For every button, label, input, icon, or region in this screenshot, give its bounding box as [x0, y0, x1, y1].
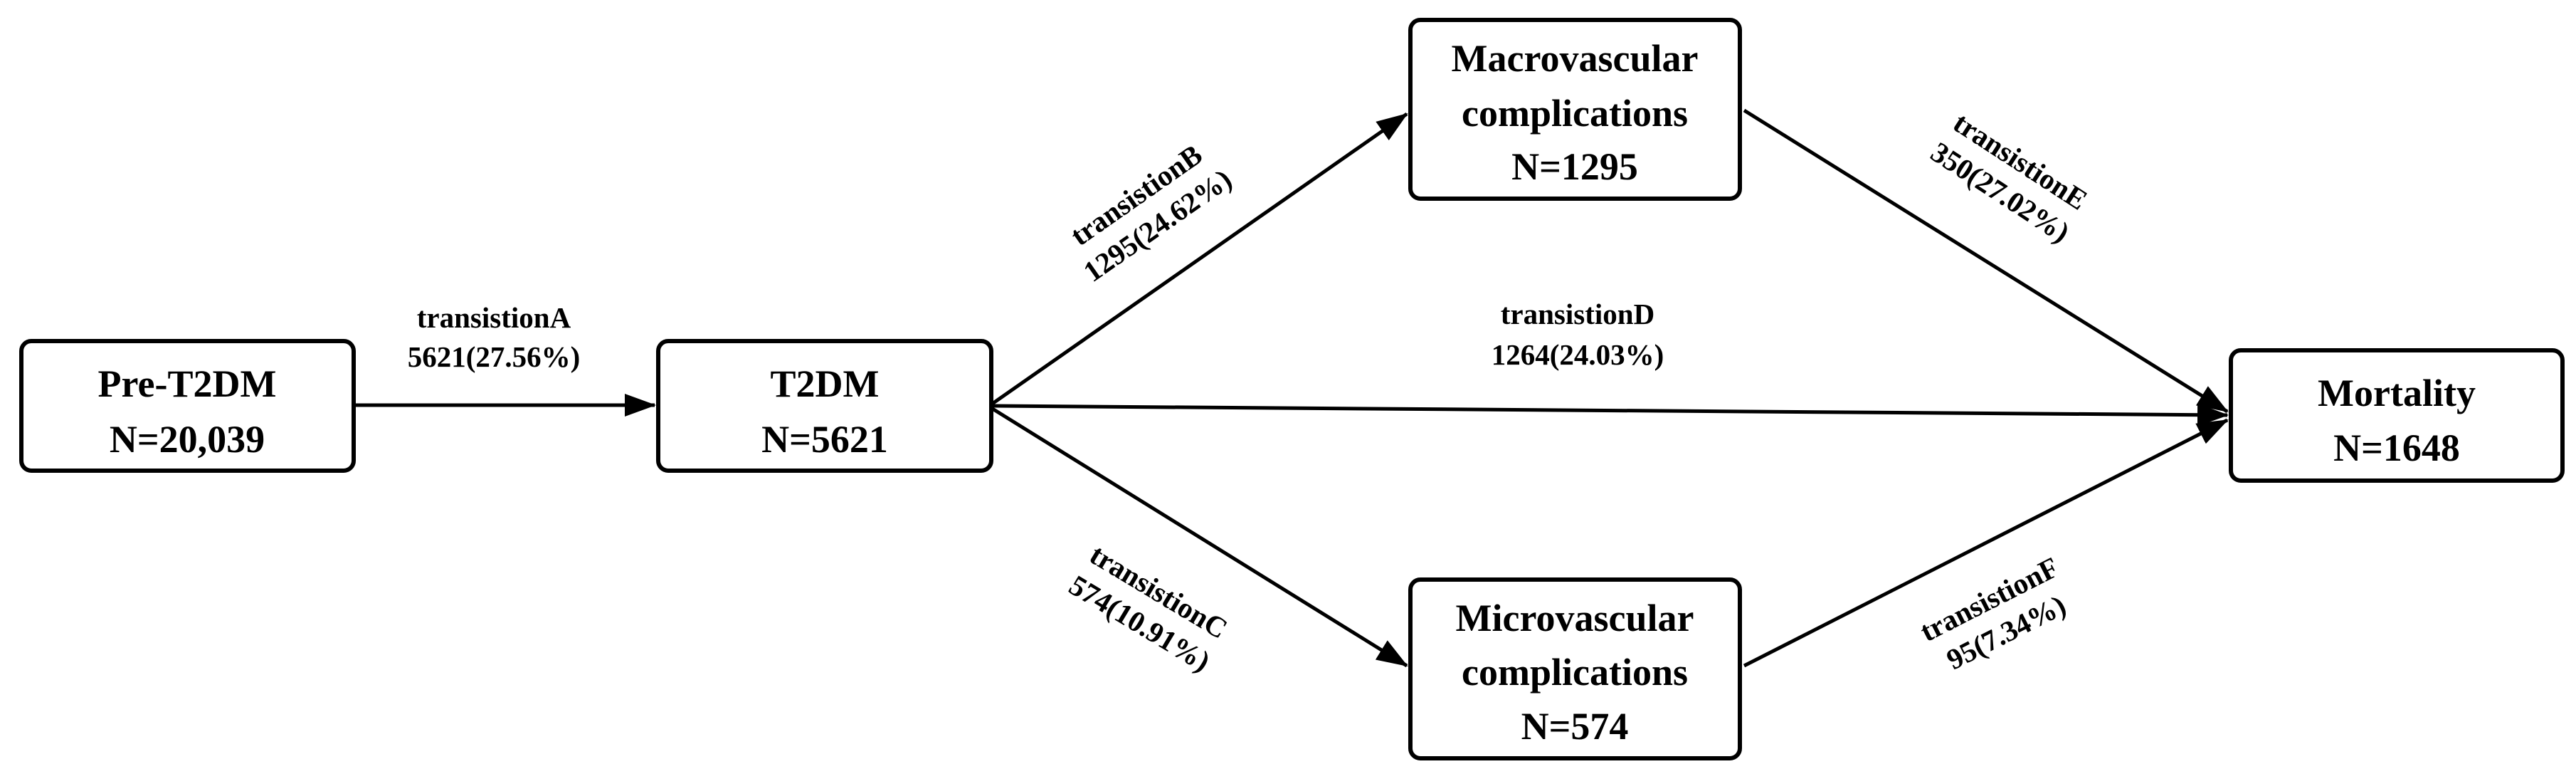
node-macrovascular-subtitle: complications	[1462, 92, 1688, 135]
edge-f-arrow	[1743, 418, 2229, 668]
edge-a-name: transistionA	[417, 301, 571, 334]
edge-e-label: transistionE 350(27.02%)	[1925, 106, 2093, 249]
edge-d-label: transistionD 1264(24.03%)	[1492, 298, 1664, 371]
node-macrovascular-count: N=1295	[1511, 145, 1638, 188]
node-microvascular-count: N=574	[1521, 705, 1629, 748]
node-pre-t2dm: Pre-T2DM N=20,039	[19, 339, 356, 473]
node-mortality: Mortality N=1648	[2229, 348, 2565, 483]
node-t2dm-box	[656, 339, 993, 473]
node-macrovascular-box	[1408, 18, 1742, 201]
edge-f-label: transistionF 95(7.34%)	[1915, 550, 2071, 676]
edge-a-value: 5621(27.56%)	[408, 340, 581, 373]
node-mortality-box	[2229, 348, 2565, 483]
edge-d-arrow	[991, 403, 2229, 427]
node-pre-t2dm-title: Pre-T2DM	[98, 362, 277, 405]
node-pre-t2dm-box	[19, 339, 356, 473]
edge-c-arrow	[990, 406, 1408, 668]
node-microvascular: Microvascular complications N=574	[1408, 577, 1742, 760]
node-microvascular-box	[1408, 577, 1742, 760]
edge-a-label: transistionA 5621(27.56%)	[408, 301, 581, 373]
node-microvascular-subtitle: complications	[1462, 651, 1688, 694]
edge-b-label: transistionB 1295(24.62%)	[1065, 138, 1237, 288]
node-macrovascular-title: Macrovascular	[1452, 37, 1699, 80]
edge-d-name: transistionD	[1501, 298, 1654, 330]
edge-d-value: 1264(24.03%)	[1492, 338, 1664, 371]
node-mortality-title: Mortality	[2318, 372, 2476, 414]
node-t2dm: T2DM N=5621	[656, 339, 993, 473]
node-macrovascular: Macrovascular complications N=1295	[1408, 18, 1742, 201]
node-microvascular-title: Microvascular	[1456, 597, 1694, 639]
node-t2dm-count: N=5621	[761, 418, 888, 461]
edge-b-arrow	[990, 112, 1408, 407]
edge-e-arrow	[1743, 108, 2229, 414]
node-mortality-count: N=1648	[2333, 427, 2460, 469]
edge-c-label: transistionC 574(10.91%)	[1064, 538, 1233, 678]
node-pre-t2dm-count: N=20,039	[110, 418, 265, 461]
node-t2dm-title: T2DM	[771, 362, 880, 405]
